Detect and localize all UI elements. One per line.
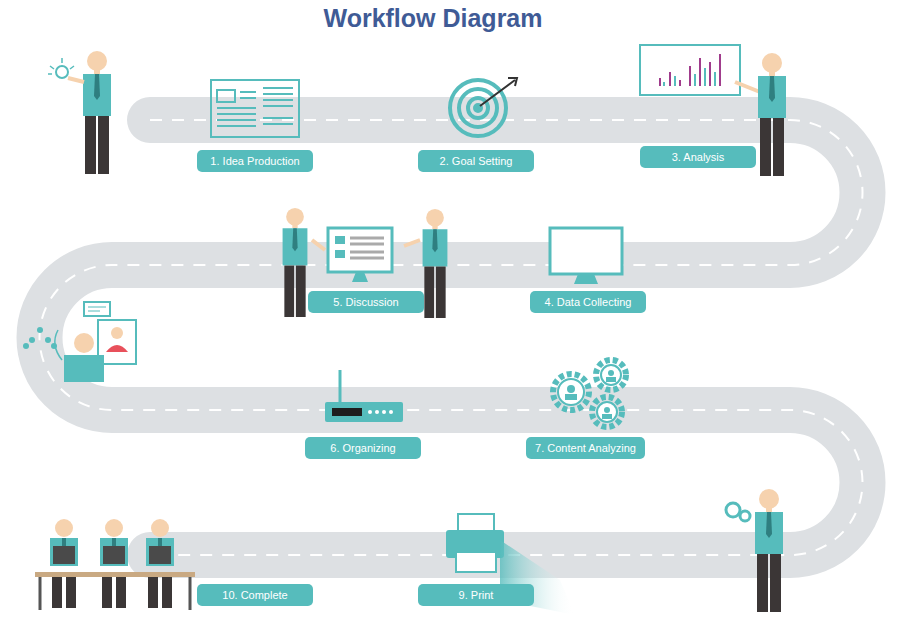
discussion-scene bbox=[283, 208, 448, 318]
step-text: 6. Organizing bbox=[330, 442, 395, 454]
step-text: 5. Discussion bbox=[333, 296, 398, 308]
team-desk bbox=[35, 519, 195, 610]
step-label: 1. Idea Production bbox=[197, 150, 313, 172]
step-text: 3. Analysis bbox=[672, 151, 725, 163]
step-text: 7. Content Analyzing bbox=[535, 442, 636, 454]
document-icon bbox=[211, 80, 299, 137]
step-label: 9. Print bbox=[418, 584, 534, 606]
road bbox=[40, 120, 863, 555]
monitor-icon bbox=[550, 228, 622, 284]
video-call bbox=[23, 302, 136, 382]
step-label: 7. Content Analyzing bbox=[526, 437, 645, 459]
step-label: 3. Analysis bbox=[640, 146, 756, 168]
chart-board bbox=[640, 45, 786, 176]
step-label: 4. Data Collecting bbox=[530, 291, 646, 313]
step-text: 10. Complete bbox=[222, 589, 287, 601]
target-icon bbox=[450, 78, 517, 136]
engineer-person bbox=[726, 489, 783, 612]
step-label: 10. Complete bbox=[197, 584, 313, 606]
step-text: 4. Data Collecting bbox=[545, 296, 632, 308]
diagram-title: Workflow Diagram bbox=[0, 4, 866, 33]
step-text: 2. Goal Setting bbox=[440, 155, 513, 167]
router-icon bbox=[325, 370, 403, 422]
step-text: 1. Idea Production bbox=[210, 155, 299, 167]
idea-person bbox=[48, 51, 111, 174]
step-label: 5. Discussion bbox=[308, 291, 424, 313]
gears-icon bbox=[553, 360, 626, 427]
step-label: 6. Organizing bbox=[305, 437, 421, 459]
step-text: 9. Print bbox=[459, 589, 494, 601]
step-label: 2. Goal Setting bbox=[418, 150, 534, 172]
